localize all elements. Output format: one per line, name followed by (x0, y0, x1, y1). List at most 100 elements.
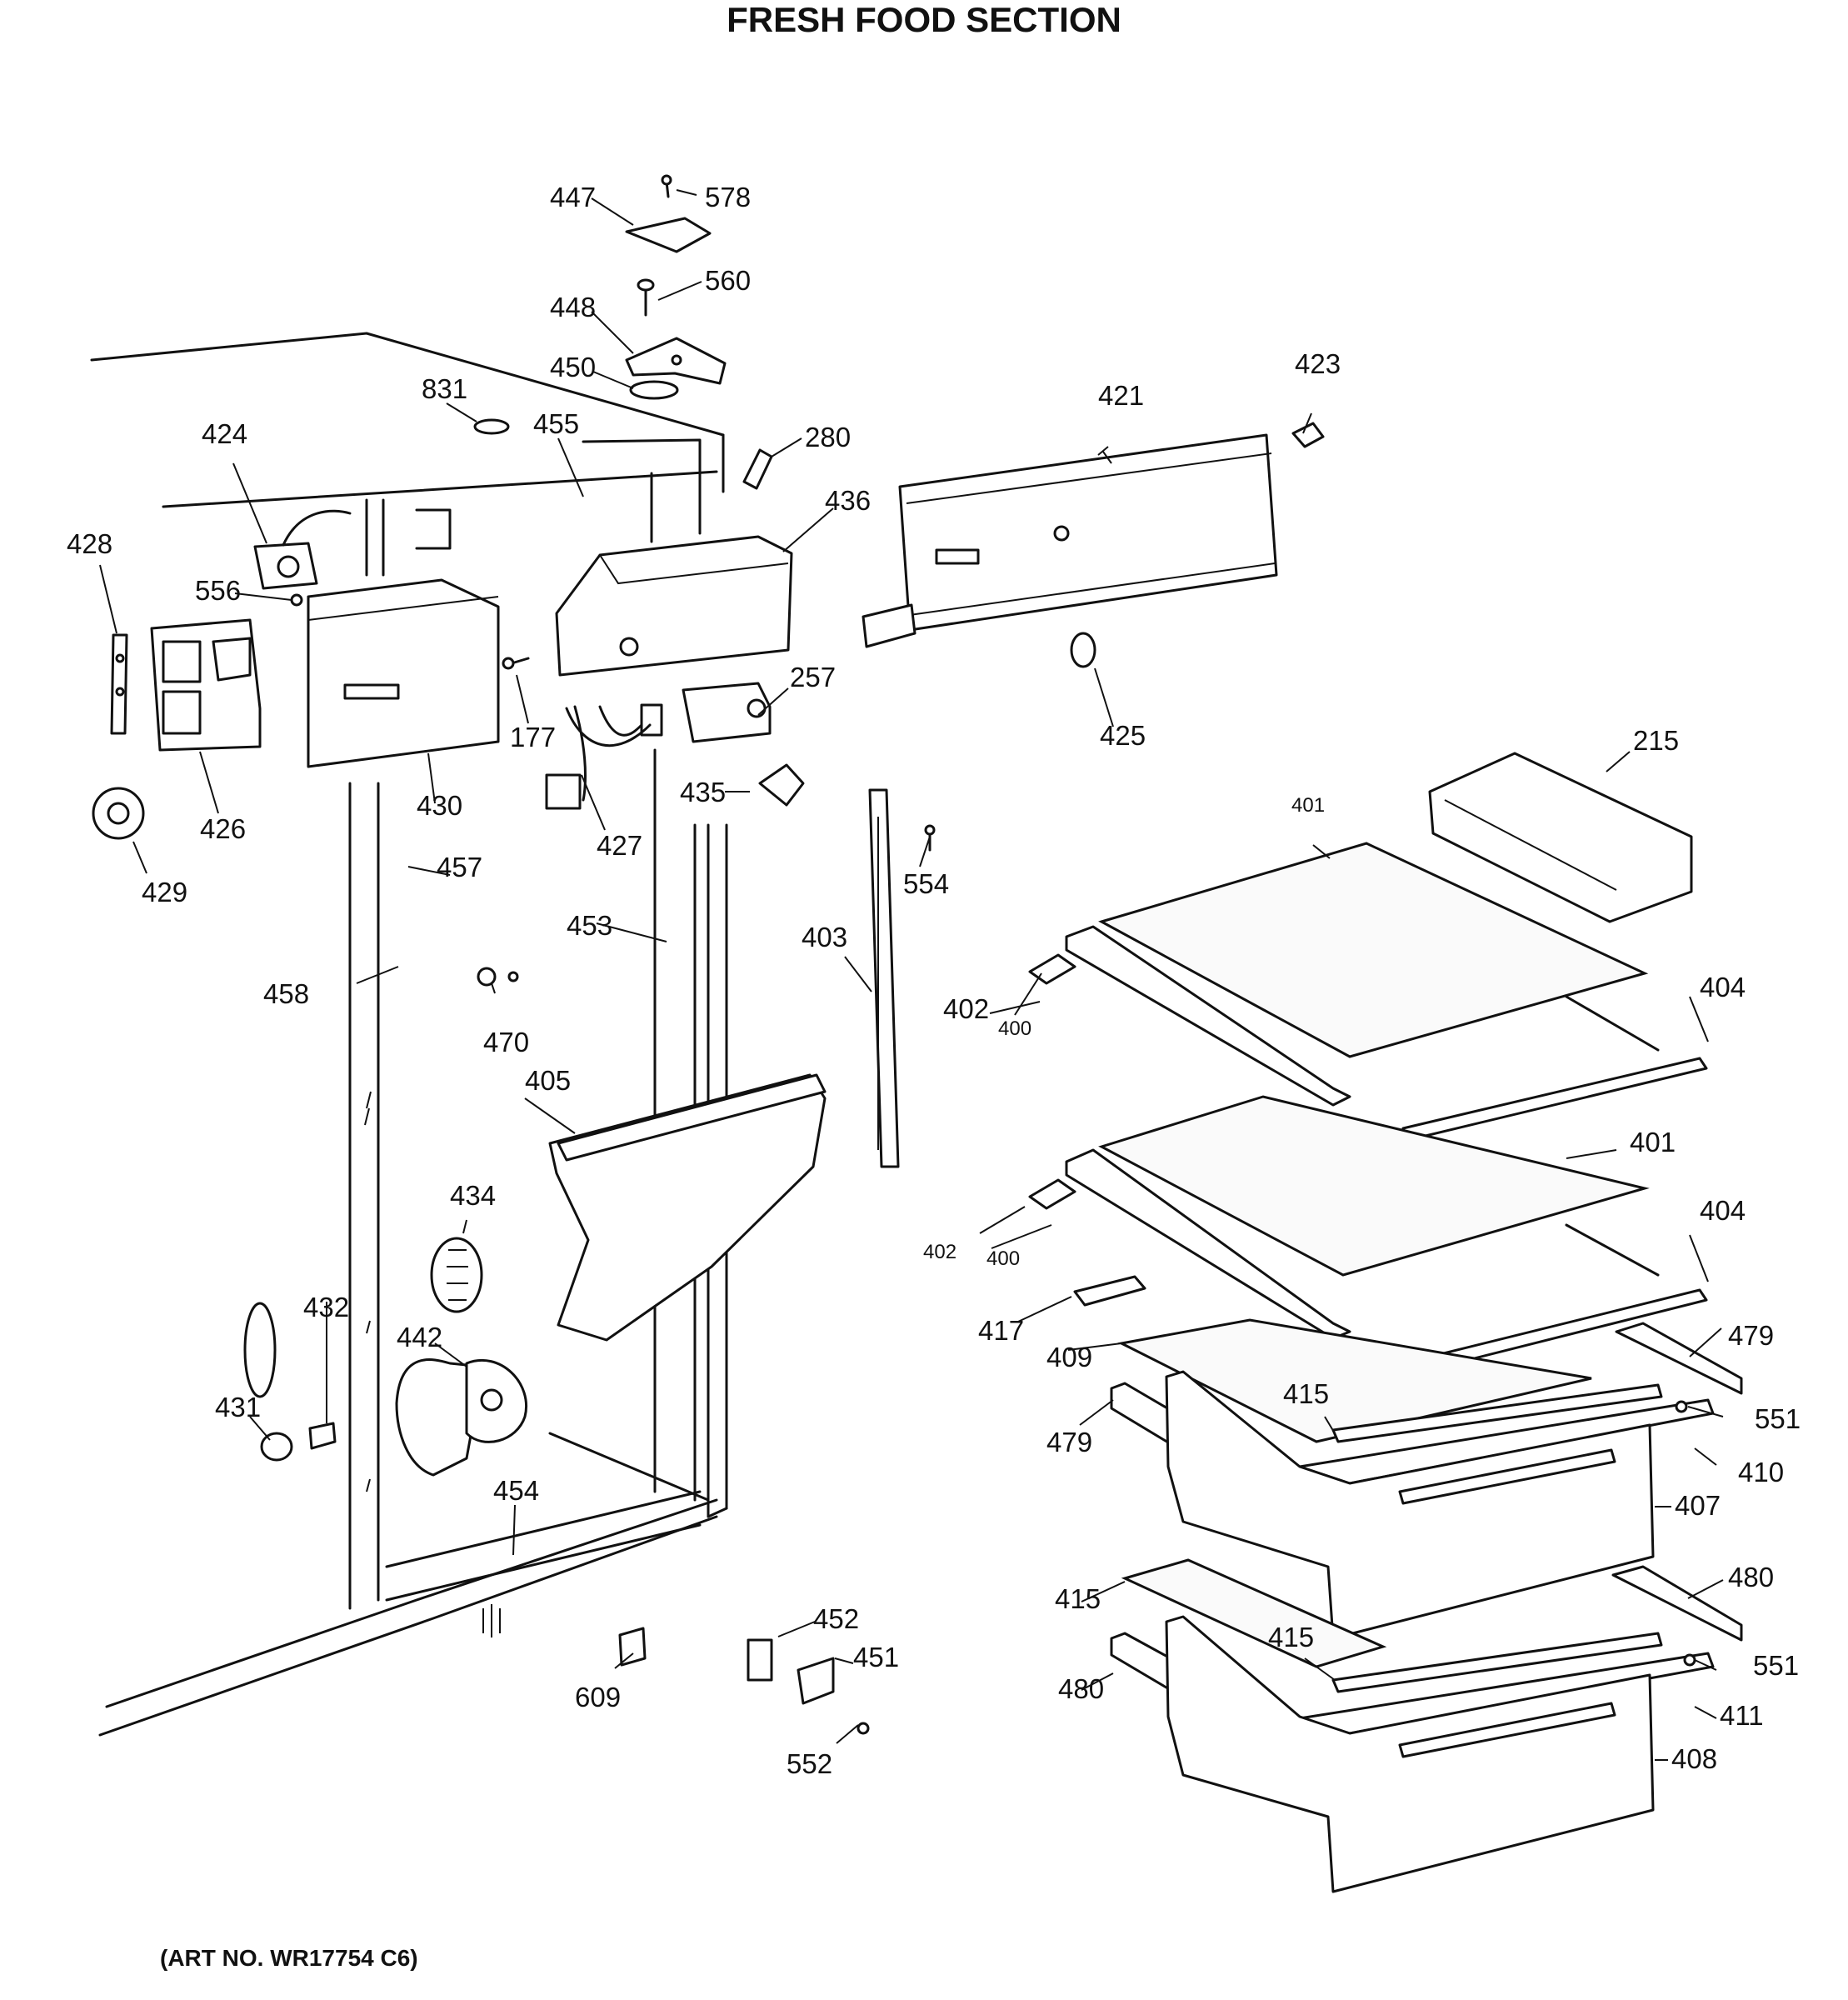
callout-423: 423 (1295, 348, 1341, 379)
callout-560: 560 (705, 265, 751, 296)
part-408-crisper-drawer (1165, 1615, 1655, 1893)
callout-421: 421 (1098, 380, 1144, 411)
callout-442: 442 (397, 1322, 442, 1352)
callout-405: 405 (525, 1065, 571, 1096)
callout-400b: 400 (986, 1248, 1020, 1270)
callout-450: 450 (550, 352, 596, 382)
callout-280: 280 (805, 422, 851, 452)
callout-177: 177 (510, 722, 556, 752)
part-400-shelf-frame-upper (1065, 925, 1660, 1107)
part-429-thermostat-knob (92, 787, 145, 840)
part-556-screw (290, 593, 303, 607)
callout-551a: 551 (1755, 1403, 1801, 1434)
diagram-title: FRESH FOOD SECTION (727, 0, 1121, 39)
callout-454: 454 (493, 1475, 539, 1506)
callout-480a: 480 (1728, 1562, 1774, 1592)
callout-551b: 551 (1753, 1650, 1799, 1681)
callout-429: 429 (142, 877, 187, 908)
callout-457: 457 (437, 852, 482, 882)
callout-831: 831 (422, 373, 467, 404)
part-401-glass-shelf-upper (1098, 842, 1649, 1058)
callout-401b: 401 (1630, 1127, 1676, 1158)
callout-453: 453 (567, 910, 612, 941)
callout-415b: 415 (1055, 1583, 1101, 1614)
callout-401a: 401 (1291, 794, 1325, 817)
callout-436: 436 (825, 485, 871, 516)
callout-400a: 400 (998, 1018, 1031, 1040)
part-405-shelf-bracket (548, 1073, 827, 1342)
callout-404b: 404 (1700, 1195, 1746, 1226)
callout-470: 470 (483, 1027, 529, 1058)
part-431-gasket (243, 1302, 277, 1398)
part-434-grommet (430, 1237, 483, 1313)
part-402-bracket-lower (1028, 1178, 1076, 1210)
callout-403: 403 (802, 922, 847, 952)
part-448-hinge (625, 337, 727, 385)
callout-labels: 447 578 560 448 450 831 455 280 424 436 … (67, 182, 1801, 1779)
part-442-fan-motor (395, 1358, 527, 1477)
part-425-knob (1070, 632, 1096, 668)
callout-455: 455 (533, 408, 579, 439)
callout-432: 432 (303, 1292, 349, 1322)
part-431-grommet (260, 1432, 293, 1462)
part-430-cover (307, 578, 500, 768)
callout-430: 430 (417, 790, 462, 821)
callout-451: 451 (853, 1642, 899, 1672)
part-426-housing (150, 618, 262, 752)
part-257-relay (682, 682, 772, 743)
callout-404a: 404 (1700, 972, 1746, 1002)
callout-402a: 402 (943, 993, 989, 1024)
part-407-crisper-drawer (1165, 1370, 1655, 1640)
callout-479a: 479 (1728, 1320, 1774, 1351)
callout-434: 434 (450, 1180, 496, 1211)
part-435-clip (758, 763, 805, 807)
callout-480b: 480 (1058, 1673, 1104, 1704)
callout-609: 609 (575, 1682, 621, 1712)
part-551-screws (1675, 1400, 1696, 1667)
part-480-slide-right (1611, 1565, 1743, 1642)
part-417-support (1073, 1275, 1146, 1307)
part-401-glass-shelf-lower (1098, 1095, 1650, 1277)
callout-415a: 415 (1283, 1378, 1329, 1409)
part-427-harness (545, 703, 663, 810)
callout-552: 552 (787, 1748, 832, 1779)
part-560-screw (637, 278, 655, 317)
part-403-rail (868, 788, 900, 1168)
callout-415c: 415 (1268, 1622, 1314, 1652)
callout-435: 435 (680, 777, 726, 808)
part-578-screw (661, 174, 672, 198)
callout-411: 411 (1720, 1700, 1764, 1731)
part-831-plug (473, 418, 510, 435)
callout-479b: 479 (1046, 1427, 1092, 1458)
callout-215: 215 (1633, 725, 1679, 756)
callout-408: 408 (1671, 1743, 1717, 1774)
part-436-duct (555, 535, 793, 677)
part-609-switch (618, 1627, 647, 1667)
callout-427: 427 (597, 830, 642, 861)
part-432-bushing (308, 1422, 337, 1450)
callout-448: 448 (550, 292, 596, 322)
part-552-screw (857, 1722, 870, 1735)
callout-426: 426 (200, 813, 246, 844)
cabinet-frame (90, 332, 728, 1737)
part-470-button (477, 967, 519, 987)
part-423-knob (1291, 422, 1325, 448)
part-428-bracket (110, 633, 128, 735)
part-402-bracket-upper (1028, 953, 1076, 985)
callout-407: 407 (1675, 1490, 1721, 1521)
part-177-screw (502, 657, 530, 670)
part-400-shelf-frame-lower (1065, 1148, 1660, 1340)
part-450-shim (629, 380, 679, 400)
callout-424: 424 (202, 418, 247, 449)
part-280-pin (742, 448, 773, 490)
callout-428: 428 (67, 528, 112, 559)
art-number: (ART NO. WR17754 C6) (160, 1945, 418, 1971)
part-421-control-panel (862, 433, 1278, 648)
callout-452: 452 (813, 1603, 859, 1634)
callout-425: 425 (1100, 720, 1146, 751)
callout-410: 410 (1738, 1457, 1784, 1488)
part-447-cover (625, 217, 712, 253)
part-409-glass-cover (1117, 1318, 1592, 1443)
part-215-bin (1428, 752, 1693, 923)
